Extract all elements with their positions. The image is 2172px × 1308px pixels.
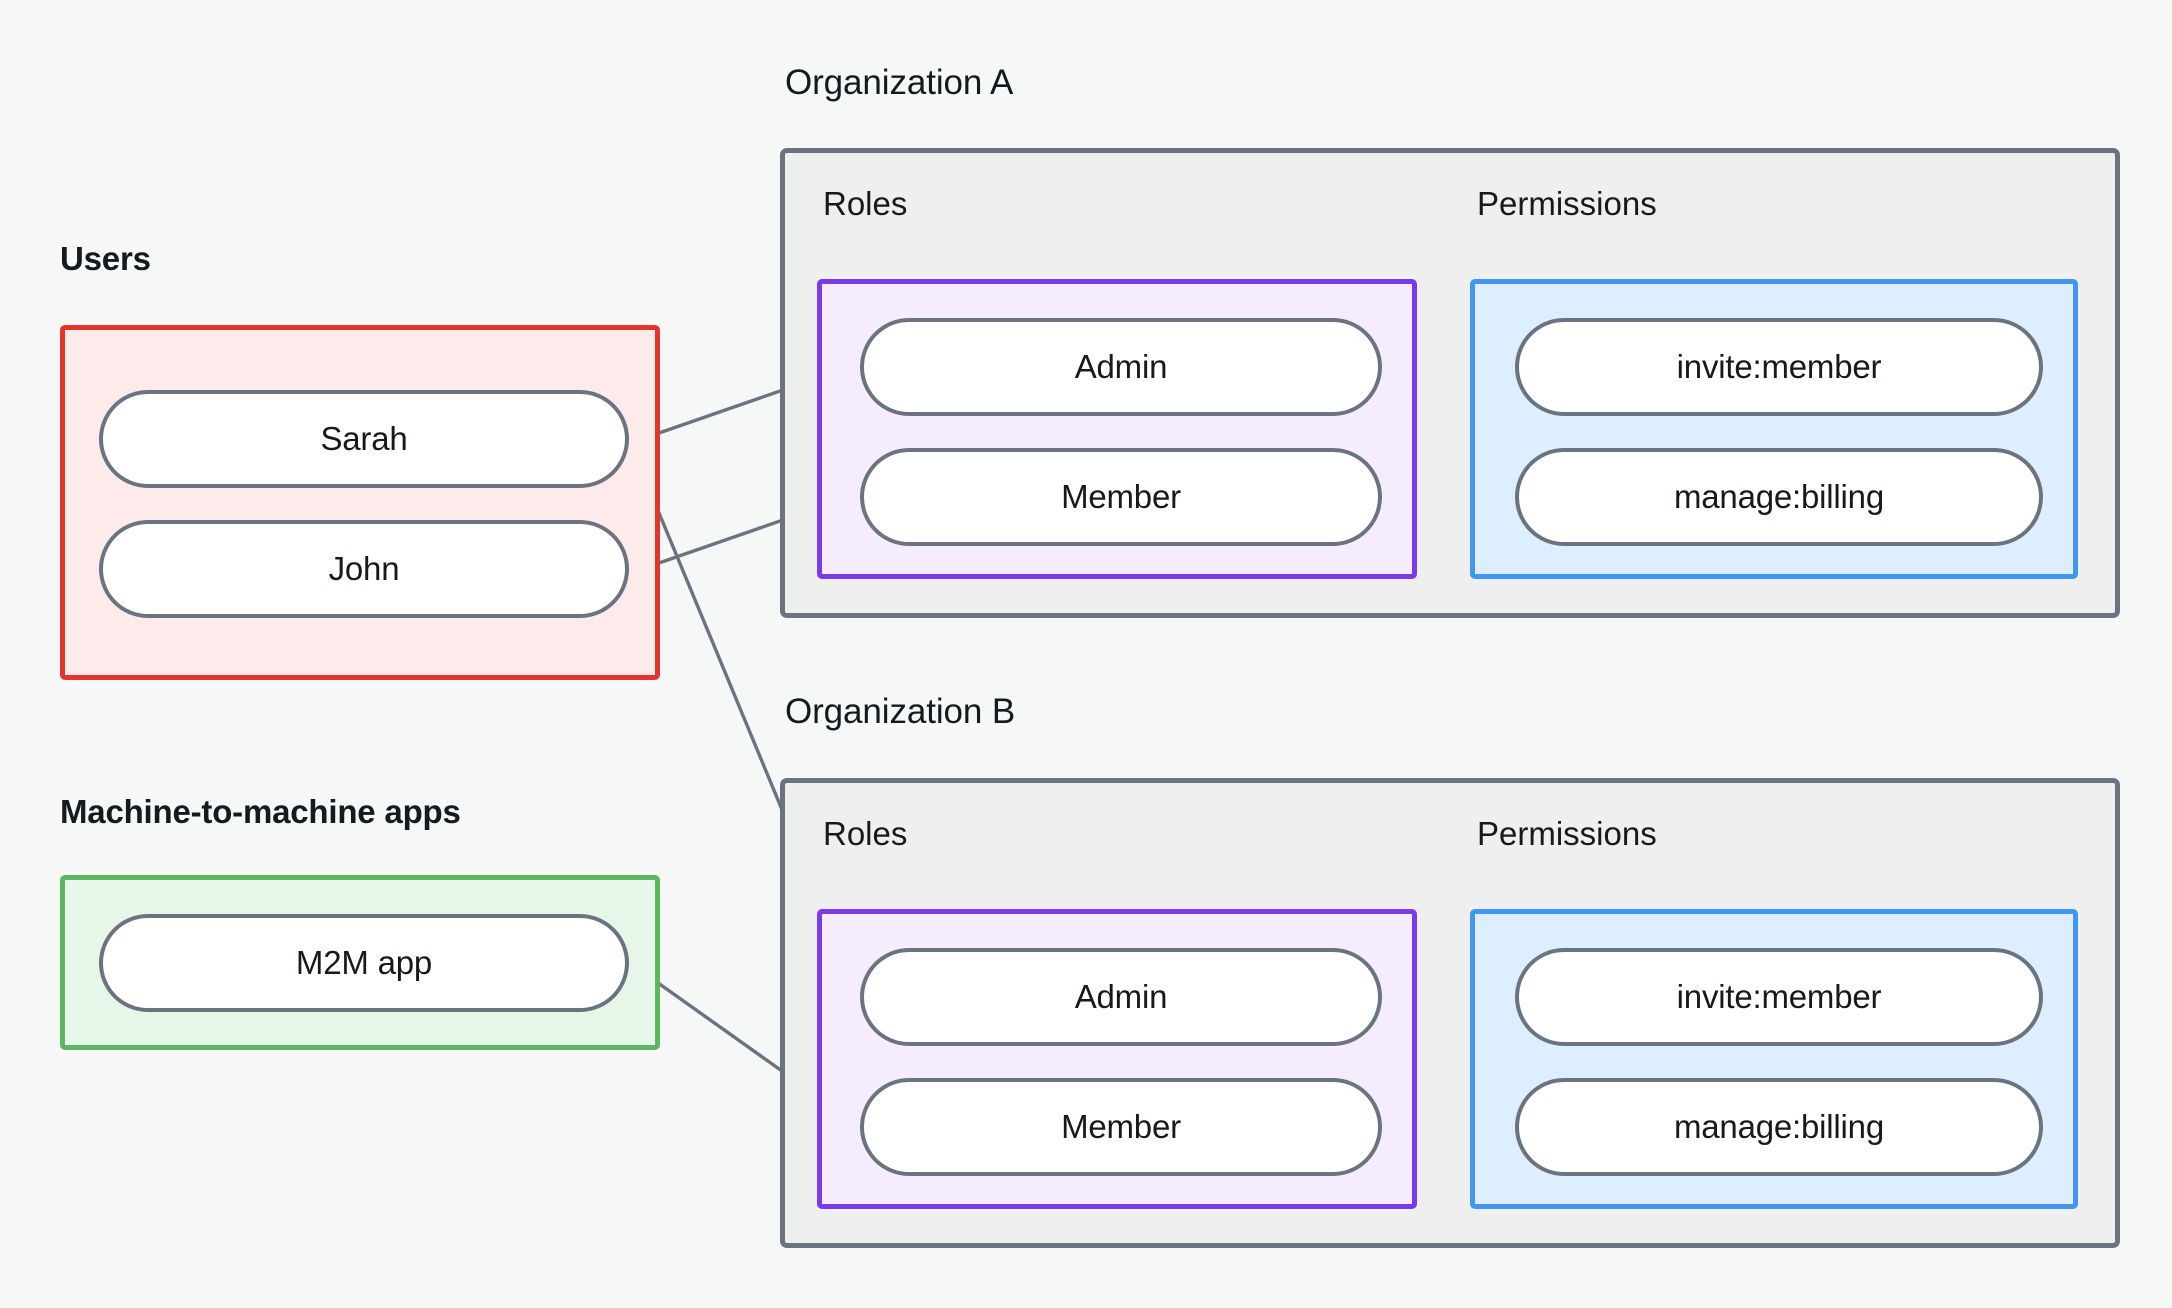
orgb-permission-pill-invite-member[interactable]: invite:member <box>1515 948 2043 1046</box>
m2m-caption: Machine-to-machine apps <box>60 793 461 830</box>
orgb-roles-group: Admin Member <box>817 909 1417 1209</box>
orga-roles-caption: Roles <box>823 185 908 222</box>
orgb-permissions-caption: Permissions <box>1477 815 1657 852</box>
orga-permissions-group: invite:member manage:billing <box>1470 279 2078 579</box>
m2m-group: M2M app <box>60 875 660 1050</box>
organization-a-panel: Roles Permissions Admin Member invite:me… <box>780 148 2120 618</box>
users-group: Sarah John <box>60 325 660 680</box>
organization-b-panel: Roles Permissions Admin Member invite:me… <box>780 778 2120 1248</box>
orga-roles-group: Admin Member <box>817 279 1417 579</box>
orgb-permission-pill-manage-billing[interactable]: manage:billing <box>1515 1078 2043 1176</box>
user-pill-sarah[interactable]: Sarah <box>99 390 629 488</box>
organization-a-caption: Organization A <box>785 63 1014 102</box>
users-caption: Users <box>60 240 151 277</box>
organization-b-caption: Organization B <box>785 692 1016 731</box>
orgb-roles-caption: Roles <box>823 815 908 852</box>
orga-role-pill-member[interactable]: Member <box>860 448 1382 546</box>
orga-permission-pill-manage-billing[interactable]: manage:billing <box>1515 448 2043 546</box>
orgb-role-pill-admin[interactable]: Admin <box>860 948 1382 1046</box>
orgb-role-pill-member[interactable]: Member <box>860 1078 1382 1176</box>
orga-permissions-caption: Permissions <box>1477 185 1657 222</box>
orgb-permissions-group: invite:member manage:billing <box>1470 909 2078 1209</box>
user-pill-john[interactable]: John <box>99 520 629 618</box>
orga-role-pill-admin[interactable]: Admin <box>860 318 1382 416</box>
m2m-pill-app[interactable]: M2M app <box>99 914 629 1012</box>
orga-permission-pill-invite-member[interactable]: invite:member <box>1515 318 2043 416</box>
